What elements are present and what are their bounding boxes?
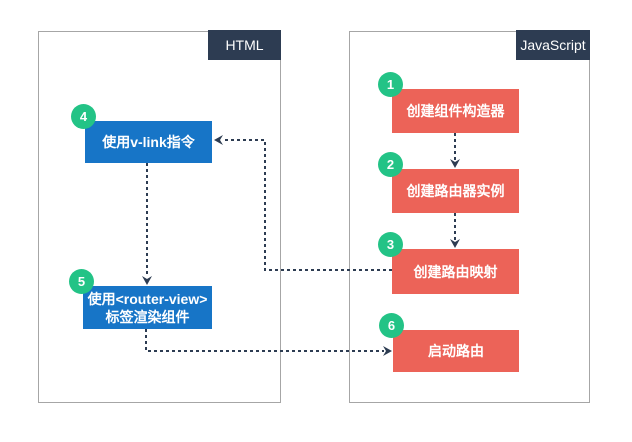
node-label: 创建组件构造器 (406, 103, 505, 119)
node-label: 使用v-link指令 (102, 134, 195, 150)
node-label-line2: 标签渲染组件 (105, 308, 190, 325)
node-create-route-map: 3 创建路由映射 (378, 232, 519, 294)
node-use-router-view: 5 使用<router-view> 标签渲染组件 (69, 269, 212, 329)
node-label: 创建路由映射 (413, 263, 498, 280)
node-use-vlink-directive: 4 使用v-link指令 (71, 104, 212, 163)
panel-javascript-label: JavaScript (520, 37, 586, 53)
step-badge-6: 6 (379, 313, 404, 338)
step-badge-2: 2 (378, 152, 403, 177)
node-label: 启动路由 (428, 343, 484, 359)
node-label-line1: 使用<router-view> (87, 290, 208, 307)
panel-html: HTML (38, 30, 281, 403)
panel-html-label: HTML (225, 37, 264, 53)
node-create-router-instance: 2 创建路由器实例 (378, 152, 519, 213)
step-badge-1: 1 (378, 72, 403, 97)
step-badge-4: 4 (71, 104, 96, 129)
step-badge-5: 5 (69, 269, 94, 294)
node-start-router: 6 启动路由 (379, 313, 519, 372)
step-badge-3: 3 (378, 232, 403, 257)
panel-javascript-tab: JavaScript (516, 30, 590, 60)
panel-html-tab: HTML (208, 30, 281, 60)
node-label: 创建路由器实例 (406, 183, 505, 199)
node-create-component-constructor: 1 创建组件构造器 (378, 72, 519, 133)
